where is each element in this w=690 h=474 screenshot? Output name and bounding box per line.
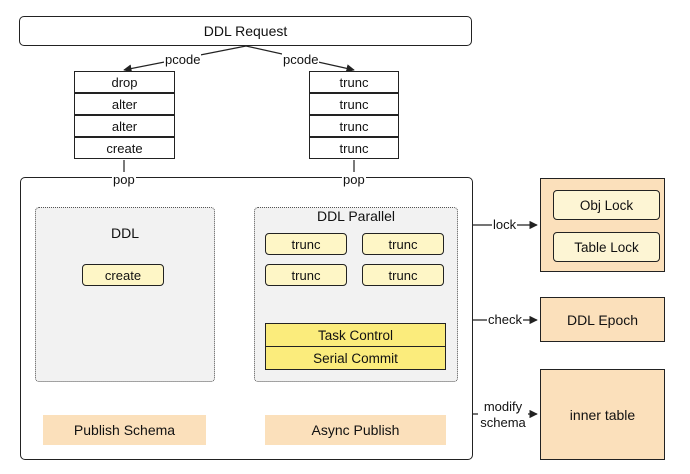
trunc-task-box: trunc [362,233,444,255]
left-queue-item: alter [74,93,175,115]
lock-label: lock [492,217,518,232]
left-queue-item: drop [74,71,175,93]
pcode-label-right: pcode [282,52,320,67]
publish-schema-box: Publish Schema [43,415,206,445]
right-queue-item: trunc [309,115,399,137]
trunc-task-box: trunc [265,233,347,255]
table-lock-box: Table Lock [553,232,660,262]
trunc-task-box: trunc [265,264,347,286]
serial-commit-box: Serial Commit [265,346,446,370]
right-queue-item: trunc [309,93,399,115]
left-queue-item: create [74,137,175,159]
ddl-request-box: DDL Request [19,16,472,46]
modify-schema-label: modify schema [478,399,528,431]
ddl-panel-title: DDL [110,225,139,241]
left-queue-item: alter [74,115,175,137]
task-control-box: Task Control [265,323,446,347]
ddl-epoch-box: DDL Epoch [540,297,665,342]
async-publish-box: Async Publish [265,415,446,445]
create-task-box: create [82,264,164,286]
obj-lock-box: Obj Lock [553,190,660,220]
trunc-task-box: trunc [362,264,444,286]
pcode-label-left: pcode [164,52,202,67]
inner-table-box: inner table [540,369,665,460]
ddl-panel [35,207,215,382]
pop-label-left: pop [112,172,136,187]
pop-label-right: pop [342,172,366,187]
check-label: check [487,312,523,327]
right-queue-item: trunc [309,71,399,93]
ddl-parallel-panel-title: DDL Parallel [316,208,396,224]
right-queue-item: trunc [309,137,399,159]
